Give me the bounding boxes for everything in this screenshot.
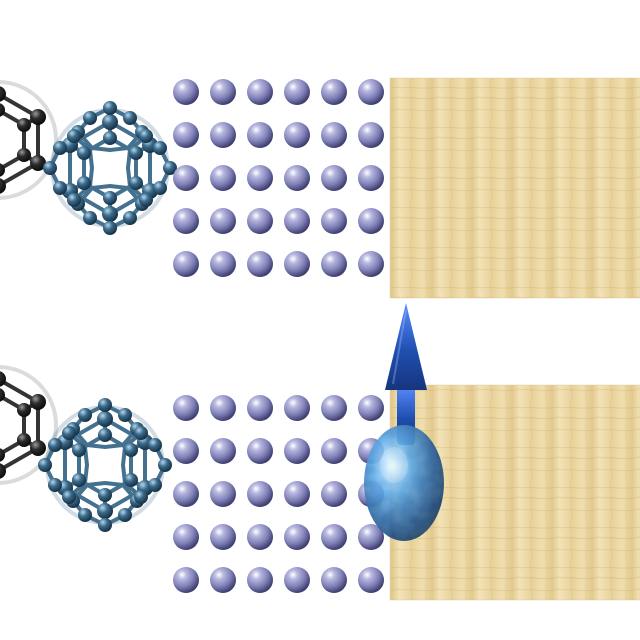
- atom: [284, 395, 310, 421]
- atom: [321, 395, 347, 421]
- atom: [247, 79, 273, 105]
- atom: [321, 122, 347, 148]
- atom: [210, 567, 236, 593]
- panel-top: [0, 77, 640, 299]
- atom: [173, 567, 199, 593]
- atom: [210, 122, 236, 148]
- atom: [210, 481, 236, 507]
- atom: [247, 251, 273, 277]
- atom: [173, 122, 199, 148]
- atom: [284, 122, 310, 148]
- blue-fullerene-top: [41, 99, 179, 237]
- atom: [284, 208, 310, 234]
- atom: [358, 524, 384, 550]
- blue-sphere: [364, 425, 444, 541]
- atom: [210, 251, 236, 277]
- atom: [358, 567, 384, 593]
- atom: [247, 438, 273, 464]
- atom: [321, 438, 347, 464]
- atom: [284, 251, 310, 277]
- atom: [173, 165, 199, 191]
- atom: [210, 79, 236, 105]
- atom: [284, 79, 310, 105]
- atom: [284, 165, 310, 191]
- atom: [210, 438, 236, 464]
- atom: [284, 567, 310, 593]
- atom: [247, 524, 273, 550]
- atom-grid-bottom: [173, 395, 384, 593]
- atom: [358, 122, 384, 148]
- atom: [284, 481, 310, 507]
- atom: [173, 79, 199, 105]
- atom: [173, 481, 199, 507]
- wood-block-top: [389, 77, 640, 299]
- atom: [247, 567, 273, 593]
- atom: [210, 165, 236, 191]
- atom: [247, 481, 273, 507]
- atom-grid-top: [173, 79, 384, 277]
- atom: [358, 79, 384, 105]
- atom: [358, 395, 384, 421]
- atom: [321, 481, 347, 507]
- atom: [284, 438, 310, 464]
- atom: [173, 208, 199, 234]
- atom: [321, 567, 347, 593]
- atom: [210, 208, 236, 234]
- atom: [321, 79, 347, 105]
- dark-fullerene-top: [0, 80, 58, 200]
- atom: [321, 165, 347, 191]
- atom: [210, 395, 236, 421]
- atom: [247, 208, 273, 234]
- atom: [210, 524, 236, 550]
- atom: [358, 165, 384, 191]
- atom: [247, 395, 273, 421]
- atom: [321, 208, 347, 234]
- atom: [173, 524, 199, 550]
- blue-fullerene-bottom: [36, 396, 174, 534]
- atom: [173, 251, 199, 277]
- atom: [321, 524, 347, 550]
- atom: [173, 395, 199, 421]
- atom: [173, 438, 199, 464]
- panel-bottom: [0, 303, 640, 601]
- atom: [321, 251, 347, 277]
- atom: [358, 208, 384, 234]
- atom: [284, 524, 310, 550]
- atom: [247, 122, 273, 148]
- atom: [247, 165, 273, 191]
- atom: [358, 251, 384, 277]
